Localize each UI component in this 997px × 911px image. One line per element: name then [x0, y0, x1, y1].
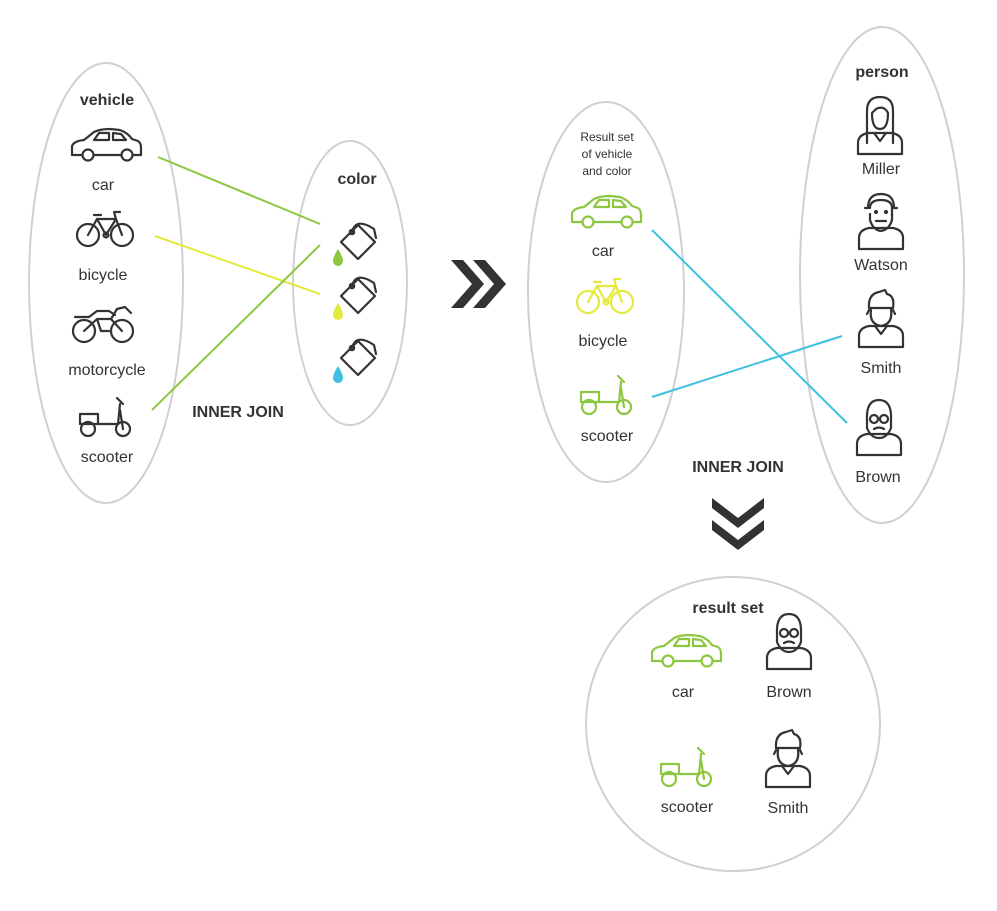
- join-line-scooter-green: [151, 244, 321, 411]
- vehicle-item-bicycle: bicycle: [79, 267, 128, 284]
- result-set-title-line-3: and color: [582, 164, 631, 178]
- result-set-item-scooter: scooter: [581, 428, 634, 445]
- join-line-car-green: [157, 156, 321, 225]
- glasses-bearded-person-icon: [765, 612, 813, 671]
- car-icon: [70, 127, 143, 162]
- paint-bucket-icon: [339, 276, 378, 315]
- result-set-ellipse: [527, 101, 685, 483]
- male-person-icon: [857, 288, 905, 349]
- vehicle-ellipse: [28, 62, 184, 504]
- final-result-circle: [585, 576, 881, 872]
- motorcycle-icon: [71, 305, 135, 344]
- blue-drop-icon: [333, 366, 343, 383]
- green-drop-icon: [333, 249, 343, 266]
- color-ellipse: [292, 140, 408, 426]
- bicycle-icon: [575, 277, 635, 315]
- double-chevron-down-icon: [712, 498, 764, 550]
- join-line-car-brown: [651, 229, 848, 424]
- final-result-title: result set: [692, 600, 764, 617]
- male-person-icon: [764, 728, 812, 789]
- bicycle-icon: [75, 210, 135, 248]
- vehicle-item-car: car: [92, 177, 115, 194]
- person-item-brown: Brown: [855, 469, 900, 486]
- color-title: color: [337, 171, 376, 188]
- person-item-watson: Watson: [854, 257, 908, 274]
- person-title: person: [855, 64, 908, 81]
- vehicle-item-scooter: scooter: [81, 449, 134, 466]
- final-result-person-smith: Smith: [768, 800, 809, 817]
- scooter-icon: [659, 746, 713, 788]
- result-set-title-line-2: of vehicle: [582, 147, 633, 161]
- result-set-item-bicycle: bicycle: [579, 333, 628, 350]
- glasses-bearded-person-icon: [855, 398, 903, 457]
- paint-bucket-icon: [339, 222, 378, 261]
- result-set-title-line-1: Result set: [580, 130, 634, 144]
- paint-bucket-icon: [339, 338, 378, 377]
- bearded-person-icon: [857, 192, 905, 251]
- person-item-smith: Smith: [861, 360, 902, 377]
- join-line-bicycle-yellow: [154, 235, 321, 295]
- yellow-drop-icon: [333, 303, 343, 320]
- vehicle-item-motorcycle: motorcycle: [68, 362, 145, 379]
- double-chevron-right-icon: [451, 260, 506, 308]
- join-line-scooter-smith: [651, 335, 843, 398]
- inner-join-label-1: INNER JOIN: [192, 404, 284, 421]
- female-person-icon: [856, 95, 904, 156]
- final-result-person-brown: Brown: [766, 684, 811, 701]
- scooter-icon: [579, 374, 633, 416]
- person-item-miller: Miller: [862, 161, 901, 178]
- inner-join-label-2: INNER JOIN: [692, 459, 784, 476]
- result-set-item-car: car: [592, 243, 615, 260]
- final-result-vehicle-scooter: scooter: [661, 799, 714, 816]
- car-icon: [570, 194, 643, 229]
- car-icon: [650, 633, 723, 668]
- vehicle-title: vehicle: [80, 92, 134, 109]
- scooter-icon: [78, 396, 132, 438]
- person-ellipse: [799, 26, 965, 524]
- final-result-vehicle-car: car: [672, 684, 695, 701]
